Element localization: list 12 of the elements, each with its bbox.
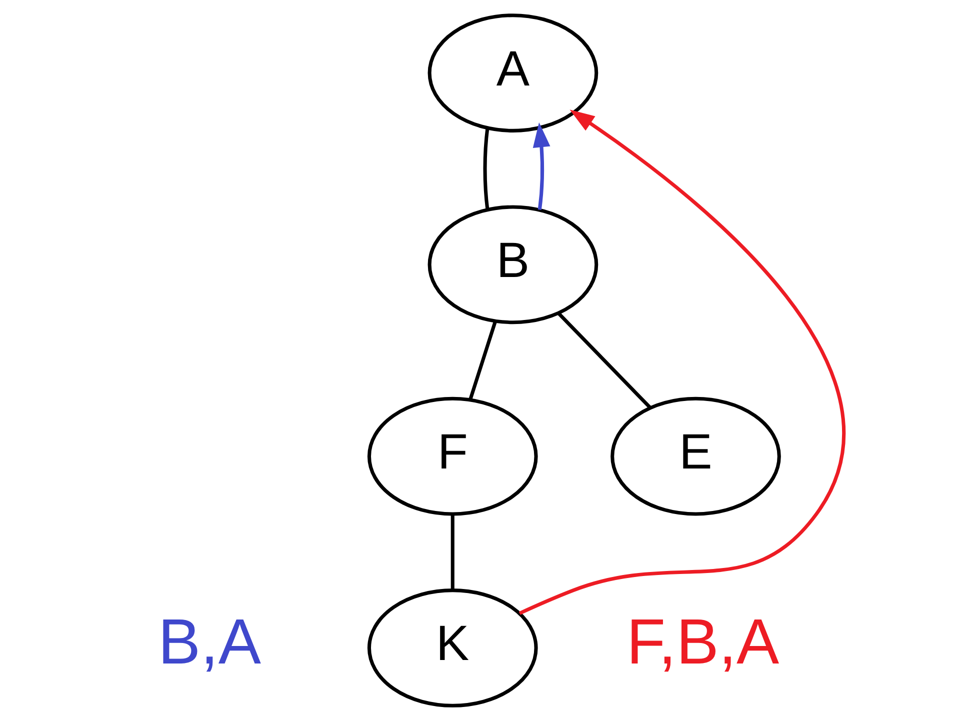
connector [557,312,652,409]
node-ellipse: F [367,396,538,516]
node-ellipse: K [367,588,538,708]
label: B,A [158,606,261,678]
arrow [532,122,550,210]
connector [483,128,490,210]
node-ellipse: E [610,396,781,516]
node-ellipse: B [428,205,598,324]
connector [450,514,454,590]
arrow [518,110,846,615]
connector [468,320,498,400]
label: F,B,A [626,606,780,678]
